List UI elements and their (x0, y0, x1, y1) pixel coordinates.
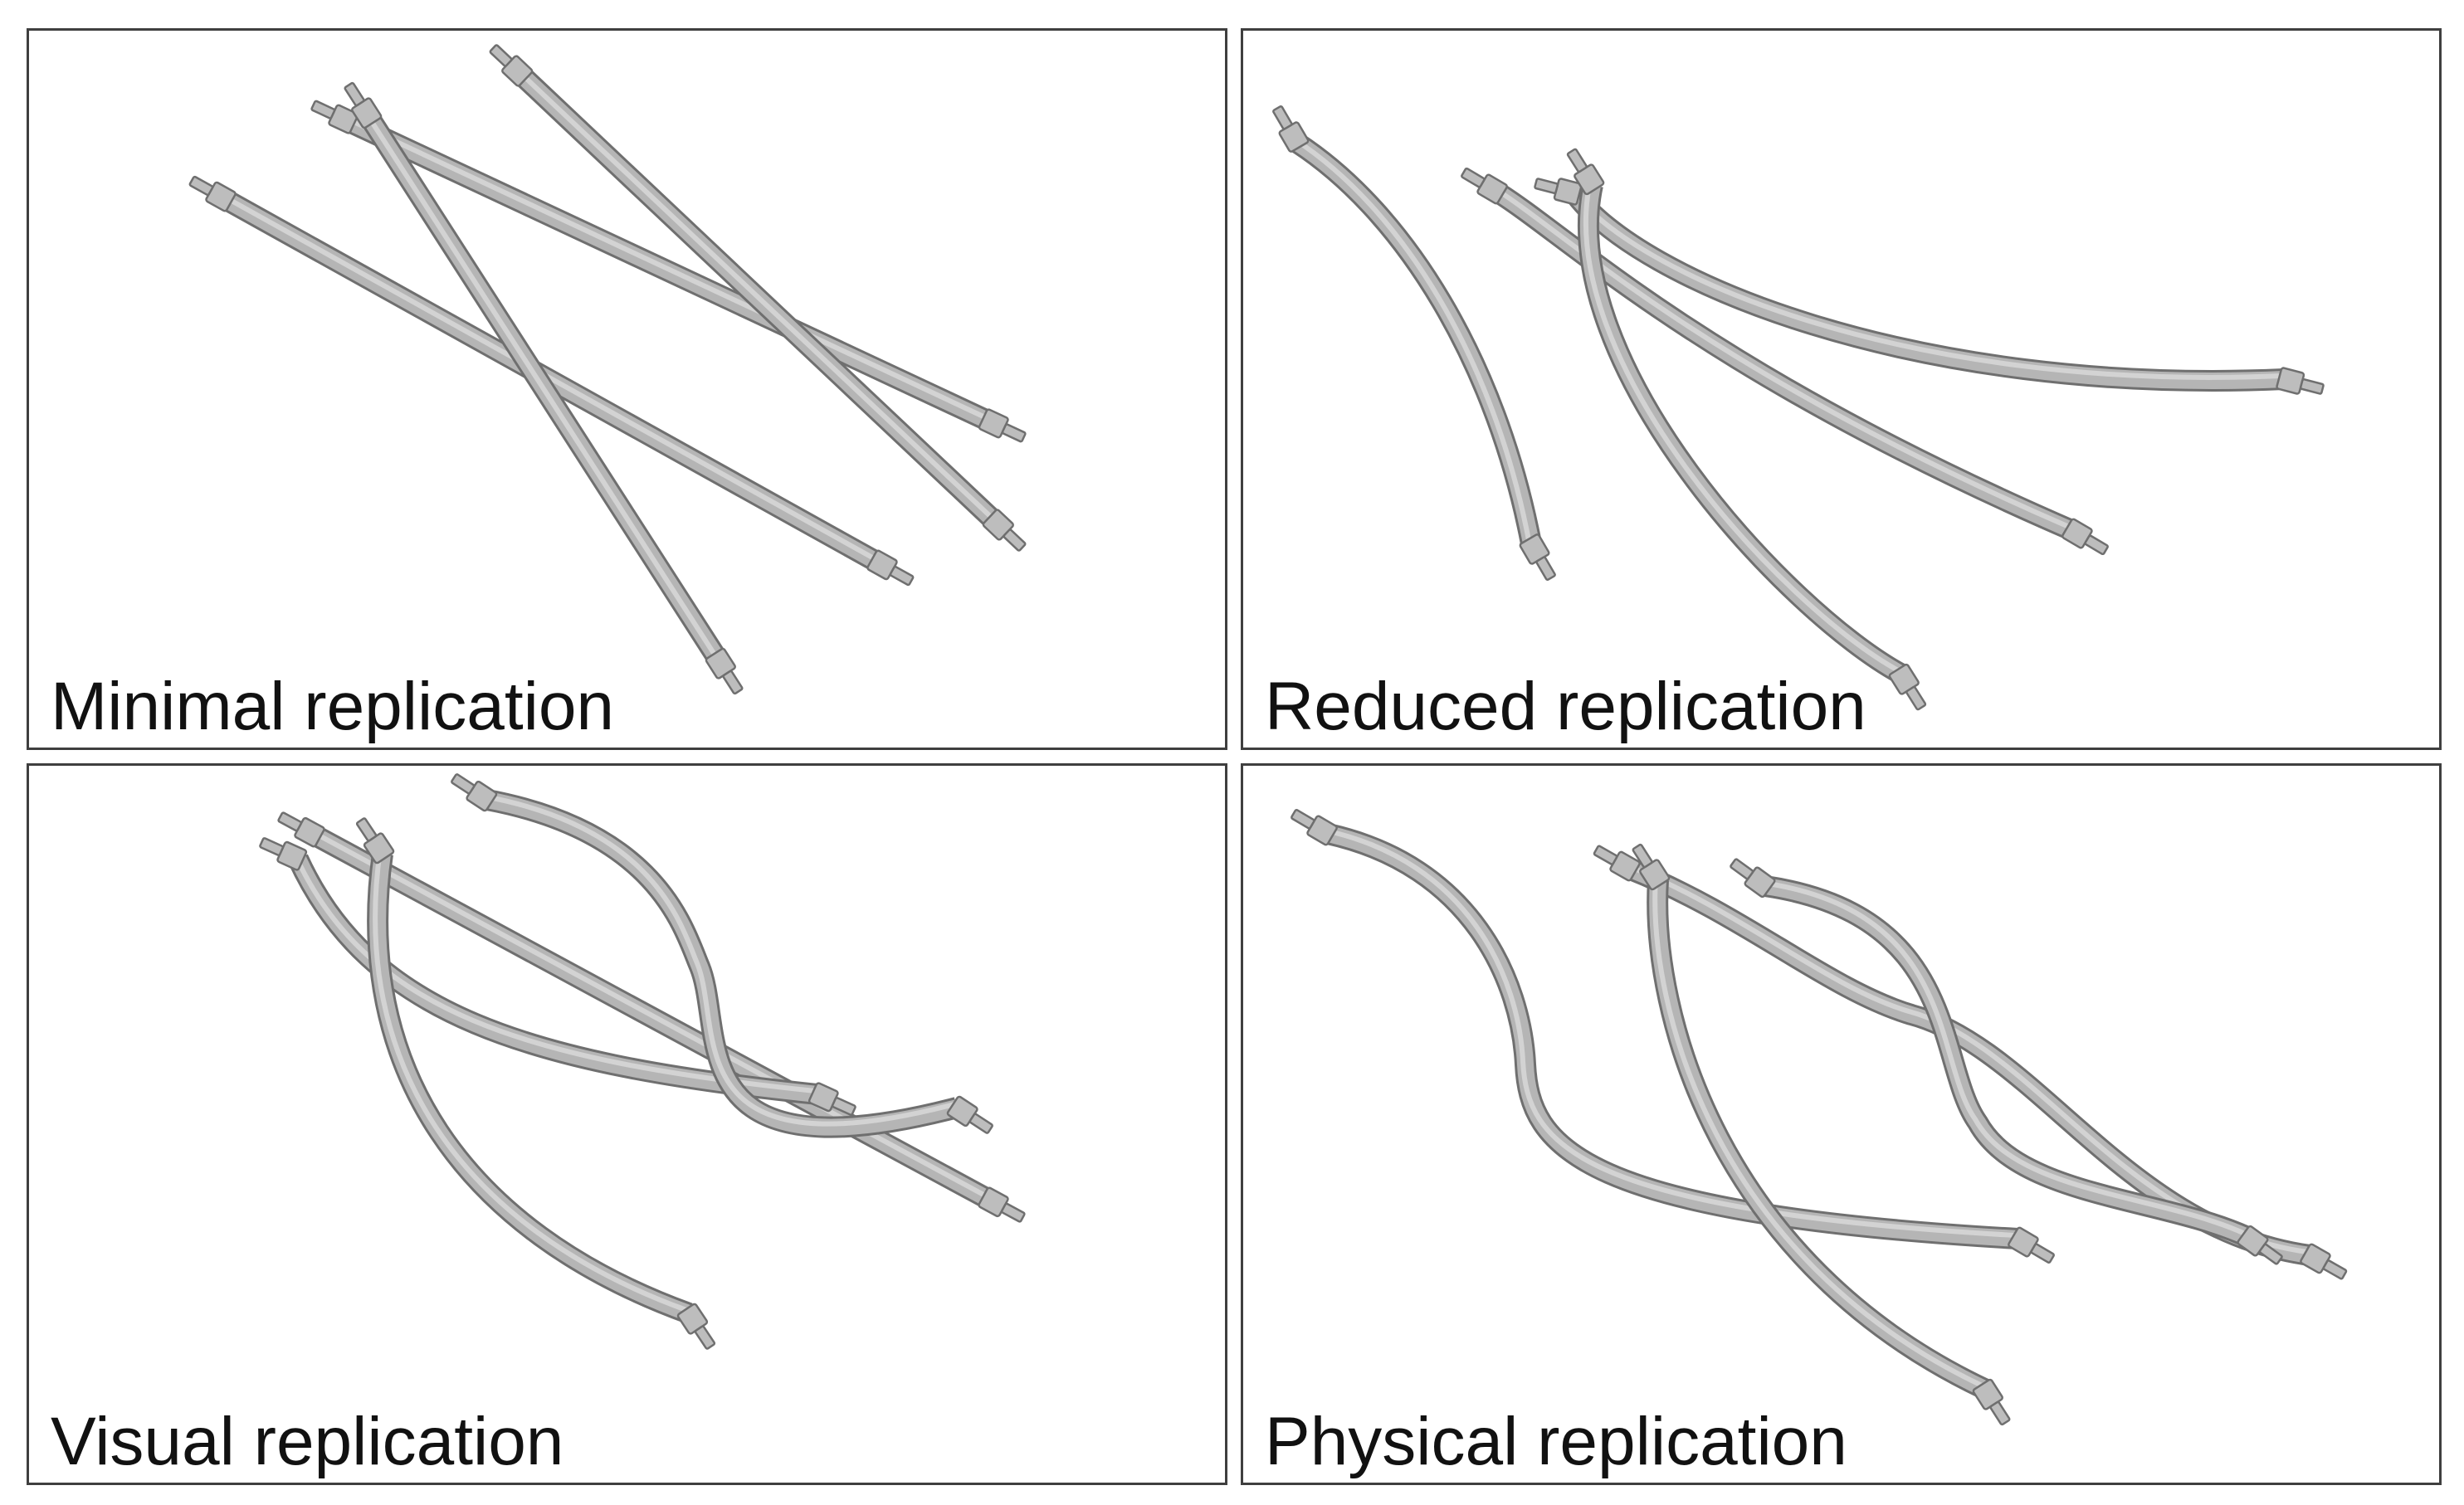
cable-highlight (517, 70, 993, 519)
cable-highlight (365, 114, 717, 656)
cable-highlight (484, 794, 955, 1127)
cable-highlight (1583, 181, 1900, 673)
cables-scene (259, 773, 1026, 1350)
cable-connector-start (1730, 858, 1776, 899)
cable-1 (1291, 809, 2055, 1264)
cable-connector-start (1272, 105, 1310, 153)
cable-body (1627, 861, 2311, 1264)
cable-connector-start (344, 81, 383, 129)
cable-connector-end (2276, 367, 2325, 395)
cable-connector-start (489, 44, 534, 87)
cable-group (1291, 809, 2348, 1426)
cable-outline (1647, 879, 1989, 1399)
cable-connector-start (451, 773, 498, 812)
cable-connector-start (1566, 148, 1605, 196)
cable-connector-start (188, 175, 237, 212)
panel-visual-replication: Visual replication (27, 763, 1227, 1485)
cable-connector-start (277, 811, 325, 848)
cables-scene (1291, 809, 2348, 1426)
cable-highlight (1762, 880, 2247, 1236)
panel-label: Visual replication (51, 1404, 564, 1479)
cable-connector-start (1461, 167, 1508, 205)
panel-label: Physical replication (1265, 1404, 1847, 1479)
cable-highlight (373, 850, 688, 1313)
cable-connector-end (866, 549, 915, 587)
cable-connector-start (1291, 809, 1338, 846)
cable-1 (1272, 105, 1556, 581)
cable-outline (367, 852, 693, 1324)
cable-connector-end (2300, 1243, 2348, 1280)
cable-connector-end (676, 1303, 716, 1350)
cable-connector-end (978, 1186, 1026, 1223)
cable-connector-end (1972, 1378, 2011, 1426)
panel-label: Reduced replication (1265, 669, 1866, 744)
cable-connector-start (1593, 845, 1641, 882)
cable-2 (259, 837, 856, 1116)
cable-highlight (1293, 137, 1531, 541)
cable-connector-end (705, 647, 744, 695)
cable-connector-start (259, 837, 308, 871)
cable-body (369, 852, 692, 1322)
cable-connector-start (1632, 843, 1671, 891)
cable-4 (1730, 858, 2283, 1265)
cable-2 (1593, 845, 2348, 1280)
cable-highlight (293, 854, 816, 1093)
cable-connector-end (982, 509, 1027, 552)
cable-connector-start (310, 100, 359, 134)
panel-physical-replication: Physical replication (1241, 763, 2442, 1485)
cable-connector-end (2237, 1225, 2283, 1265)
cable-4 (1566, 148, 1927, 711)
cable-highlight (1494, 187, 2071, 529)
cable-connector-start (355, 817, 395, 865)
cable-2 (1461, 167, 2109, 556)
cable-4 (489, 44, 1027, 552)
cable-connector-end (2061, 518, 2109, 556)
cable-highlight (1325, 828, 2016, 1238)
cable-connector-end (946, 1095, 993, 1134)
cable-connector-end (2008, 1226, 2055, 1264)
cable-group (188, 44, 1027, 695)
cable-3 (344, 81, 744, 695)
panel-reduced-replication: Reduced replication (1241, 28, 2442, 750)
cable-connector-end (808, 1082, 856, 1116)
panel-minimal-replication: Minimal replication (27, 28, 1227, 750)
cables-scene (1272, 105, 2325, 711)
cable-connector-start (1534, 178, 1583, 206)
cables-scene (188, 44, 1027, 695)
cable-3 (1534, 178, 2325, 395)
cable-connector-end (978, 408, 1027, 443)
cable-highlight (345, 116, 987, 420)
cable-group (259, 773, 1026, 1350)
cable-highlight (1652, 876, 1983, 1388)
panel-label: Minimal replication (51, 669, 615, 744)
cable-4 (451, 773, 993, 1138)
cable-3 (355, 817, 716, 1350)
cable-2 (310, 100, 1027, 443)
cable-connector-end (1888, 663, 1927, 711)
cable-highlight (1569, 188, 2282, 380)
cable-connector-end (1519, 533, 1556, 581)
cable-group (1272, 105, 2325, 711)
cable-3 (1632, 843, 2011, 1426)
